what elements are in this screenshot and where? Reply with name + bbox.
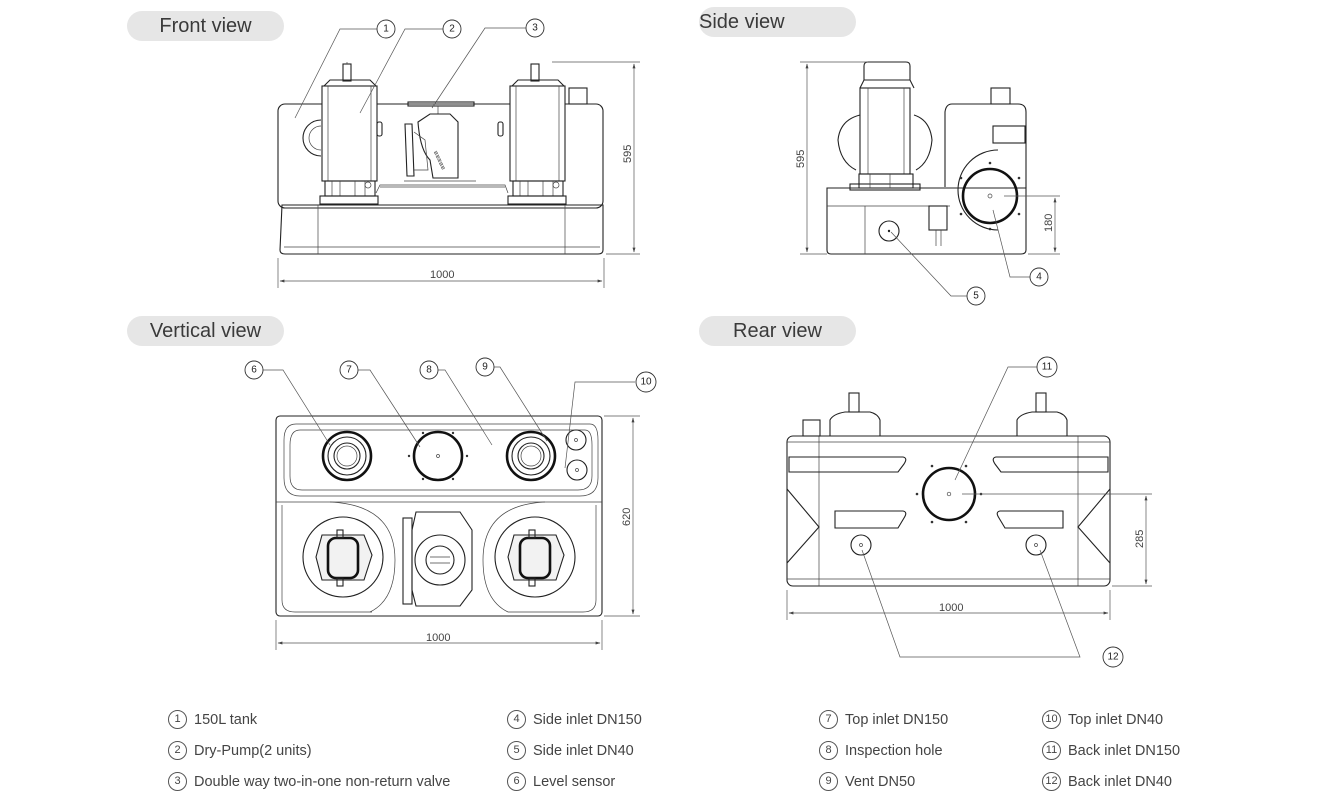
callout-3: 3 — [525, 18, 545, 38]
svg-text:≡≡≡≡≡: ≡≡≡≡≡ — [431, 150, 446, 171]
pump-left — [319, 62, 379, 205]
callout-12: 12 — [1102, 646, 1124, 668]
svg-text:4: 4 — [1036, 272, 1042, 283]
svg-text:6: 6 — [251, 365, 257, 376]
svg-text:11: 11 — [1042, 362, 1053, 373]
front-height-dim: 595 — [622, 145, 634, 163]
vertical-width-dim: 1000 — [426, 632, 450, 644]
callout-6: 6 — [244, 360, 264, 380]
pump-top-left — [315, 529, 373, 587]
front-view-drawing: ≡≡≡≡≡ 1000 595 — [277, 27, 640, 288]
callout-4: 4 — [1029, 267, 1049, 287]
non-return-valve: ≡≡≡≡≡ — [404, 101, 476, 182]
pump-top-right — [507, 529, 565, 587]
vertical-view-title: Vertical view — [127, 316, 284, 346]
vertical-view-drawing: 620 1000 — [263, 366, 640, 650]
rear-view-drawing: 285 1000 — [786, 366, 1152, 658]
callout-8: 8 — [419, 360, 439, 380]
valve-top — [402, 511, 473, 607]
svg-text:8: 8 — [426, 365, 432, 376]
svg-text:10: 10 — [640, 377, 652, 388]
front-width-dim: 1000 — [430, 269, 454, 281]
vertical-depth-dim: 620 — [621, 508, 633, 526]
svg-text:3: 3 — [532, 23, 538, 34]
rear-pump-left — [829, 392, 881, 436]
rear-width-dim: 1000 — [939, 602, 963, 614]
callout-11: 11 — [1036, 356, 1058, 378]
svg-text:9: 9 — [482, 362, 488, 373]
callout-2: 2 — [442, 19, 462, 39]
rear-inlet-height-dim: 285 — [1134, 530, 1146, 548]
side-pump — [837, 61, 933, 191]
rear-pump-right — [1016, 392, 1068, 436]
callout-1: 1 — [376, 19, 396, 39]
svg-text:12: 12 — [1107, 652, 1119, 663]
side-height-dim: 595 — [795, 150, 807, 168]
pump-right — [507, 63, 567, 205]
callout-7: 7 — [339, 360, 359, 380]
callout-9: 9 — [475, 357, 495, 377]
callout-10: 10 — [635, 371, 657, 393]
side-view-drawing: 595 180 — [795, 61, 1060, 297]
front-view-title: Front view — [127, 11, 284, 41]
svg-text:5: 5 — [973, 291, 979, 302]
svg-text:1: 1 — [383, 24, 389, 35]
side-view-title: Side view — [699, 7, 856, 37]
svg-text:2: 2 — [449, 24, 455, 35]
svg-text:7: 7 — [346, 365, 352, 376]
callout-5: 5 — [966, 286, 986, 306]
side-inlet-height-dim: 180 — [1043, 214, 1055, 232]
rear-view-title: Rear view — [699, 316, 856, 346]
